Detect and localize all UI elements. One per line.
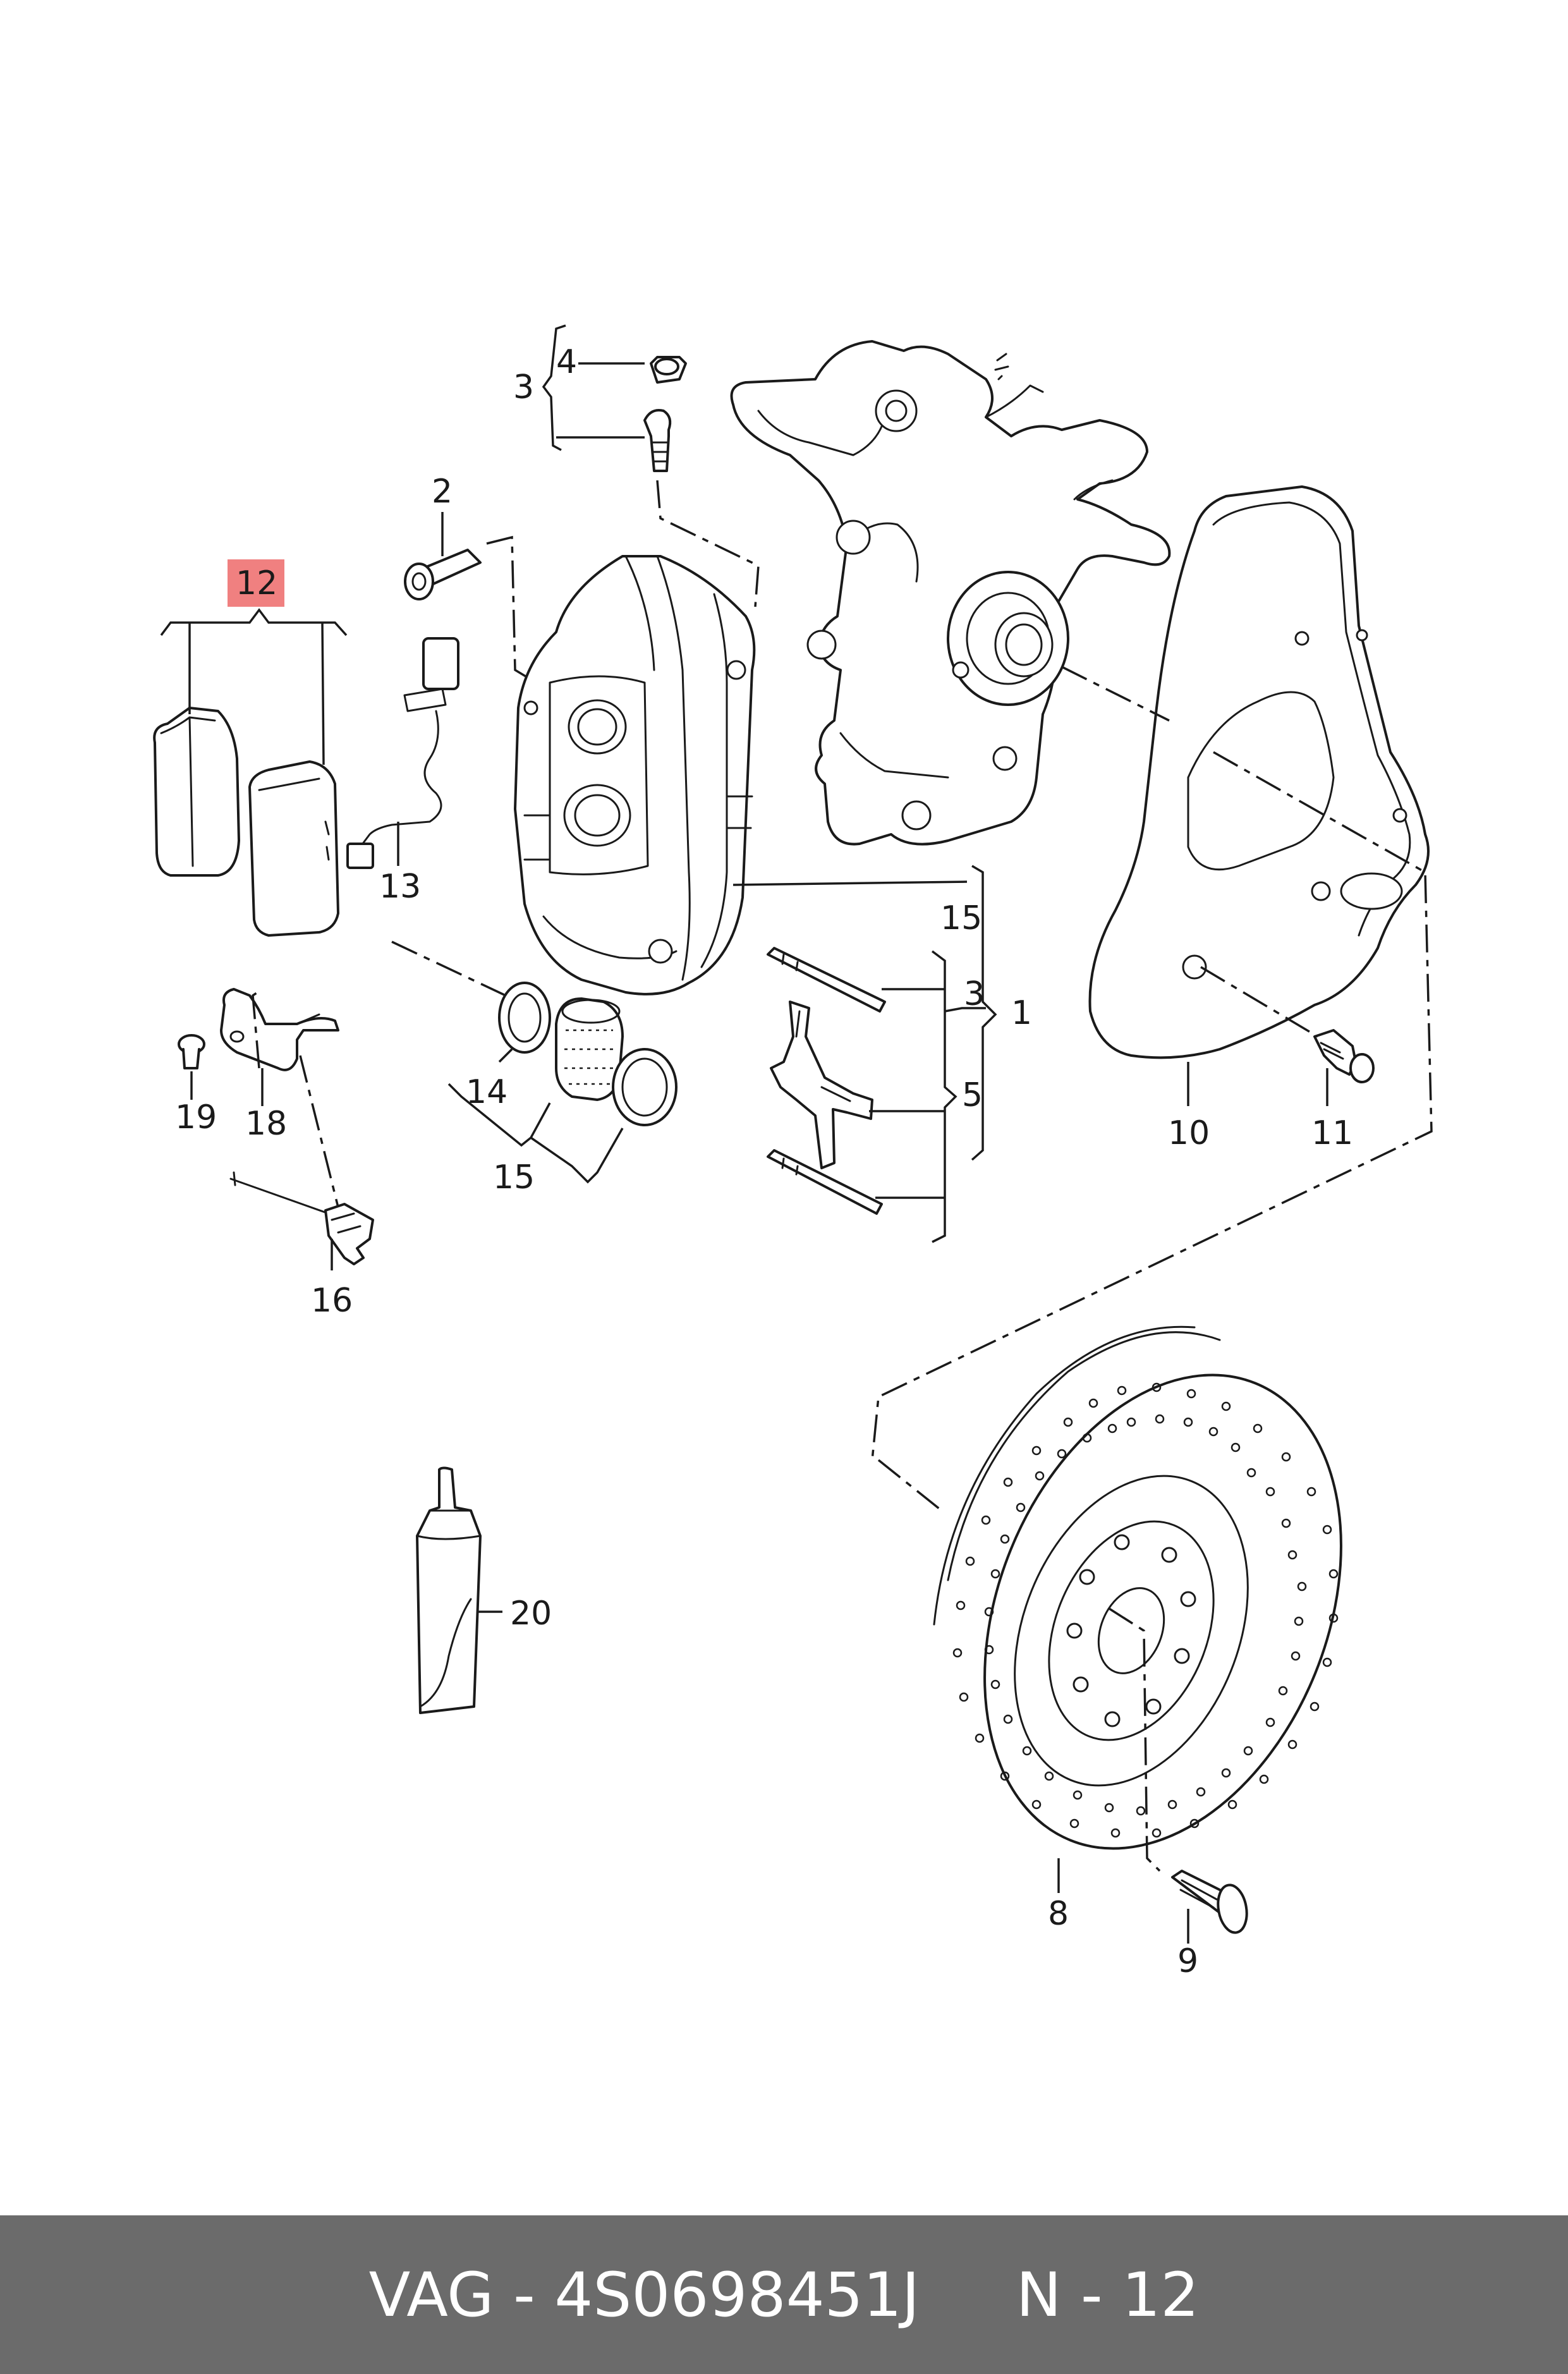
bracket-1: [971, 865, 997, 1161]
callout-15-seals: 15: [493, 1159, 535, 1196]
disc-screw[interactable]: [1171, 1870, 1250, 1935]
callout-1: 1: [1011, 994, 1032, 1032]
footer-callout: N - 12: [1016, 2259, 1200, 2330]
callout-10: 10: [1168, 1114, 1210, 1152]
anti-rattle-spring[interactable]: [770, 1001, 873, 1169]
bracket-5: [931, 950, 957, 1243]
small-screw[interactable]: [178, 1034, 205, 1069]
footer-bar: VAG - 4S0698451J N - 12: [0, 2215, 1568, 2374]
footer-separator: -: [494, 2259, 555, 2330]
footer-gap: [920, 2260, 1016, 2330]
brake-piston[interactable]: [555, 997, 624, 1101]
dash-2: [486, 535, 532, 681]
shield-bolt[interactable]: [1313, 1029, 1375, 1083]
leader-14: [498, 1048, 513, 1063]
callout-15-caliper: 15: [940, 899, 982, 937]
leader-12b: [321, 622, 325, 765]
callout-4: 4: [556, 343, 577, 381]
dash-disc: [877, 1459, 943, 1512]
callout-18: 18: [245, 1105, 287, 1143]
footer-part-number: 4S0698451J: [554, 2259, 920, 2330]
callout-3-top: 3: [513, 368, 534, 406]
dust-boot-ring[interactable]: [612, 1048, 678, 1126]
callout-8: 8: [1048, 1895, 1069, 1933]
cap-screw[interactable]: [650, 356, 687, 384]
callout-19: 19: [175, 1099, 217, 1136]
callout-13: 13: [379, 868, 421, 906]
footer-brand: VAG: [368, 2259, 494, 2330]
dash-18: [252, 988, 263, 1069]
callout-3-pins: 3: [964, 975, 985, 1013]
bracket-15-seals: [447, 1083, 551, 1147]
callout-2: 2: [432, 473, 453, 511]
brake-caliper[interactable]: [514, 555, 756, 995]
dash-4: [656, 480, 760, 607]
dash-16: [299, 1055, 339, 1208]
brake-pad-left[interactable]: [153, 707, 240, 877]
dash-seals: [391, 940, 506, 997]
callout-11: 11: [1311, 1114, 1353, 1152]
callout-12[interactable]: 12: [236, 564, 277, 602]
callout-20: 20: [510, 1595, 552, 1633]
wear-sensor[interactable]: [346, 637, 459, 869]
callout-14: 14: [466, 1073, 507, 1111]
callout-16: 16: [311, 1282, 353, 1320]
dash-hub: [1061, 666, 1170, 722]
dash-11: [1200, 966, 1318, 1038]
brake-disc[interactable]: [918, 1322, 1407, 1902]
bracket-12: [160, 608, 348, 636]
dash-9: [1109, 1607, 1161, 1872]
bracket-15-seals-b: [530, 1128, 624, 1184]
steering-knuckle: [730, 340, 1171, 846]
leader-15-caliper: [732, 880, 968, 886]
brake-splash-shield[interactable]: [1088, 485, 1430, 1059]
leader-3-group: [944, 1007, 986, 1013]
grease-tube[interactable]: [416, 1466, 482, 1714]
bracket-plate[interactable]: [220, 988, 339, 1071]
caliper-bolt[interactable]: [404, 549, 482, 600]
bracket-3-top: [542, 324, 566, 451]
dash-disc-chain: [871, 751, 1433, 1461]
piston-seal-ring[interactable]: [498, 982, 551, 1054]
callout-5: 5: [962, 1076, 983, 1114]
guide-pin-lower[interactable]: [767, 1149, 883, 1215]
brake-pad-right[interactable]: [248, 760, 339, 937]
highlight-box: [228, 559, 284, 607]
guide-pin-upper[interactable]: [767, 947, 886, 1013]
sensor-cable-clip[interactable]: [229, 1171, 374, 1265]
callout-9: 9: [1177, 1942, 1198, 1980]
bolt-upper[interactable]: [643, 409, 672, 472]
exploded-parts-diagram: 1 2 3 3 4 5 8 9 10 11 12 13 14 15 15 16 …: [153, 324, 1433, 1980]
